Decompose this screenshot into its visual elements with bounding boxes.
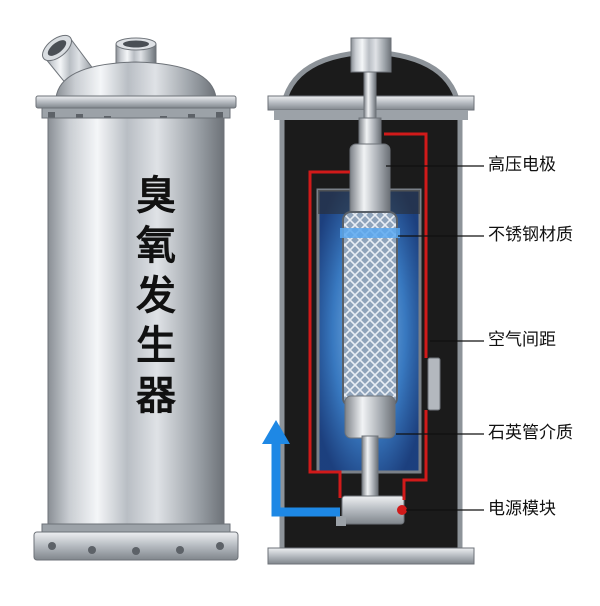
- product-label-char: 发: [136, 273, 176, 319]
- red-wiring: [308, 132, 428, 500]
- stainless-mesh-tube: [342, 211, 398, 407]
- callout-stainless-steel-material: 不锈钢材质: [488, 225, 573, 245]
- callout-power-module: 电源模块: [488, 499, 556, 519]
- quartz-tube: [344, 395, 396, 439]
- electrode-rod-bottom: [361, 435, 379, 497]
- exterior-cylinder: [33, 34, 239, 561]
- callout-quartz-tube-dielectric: 石英管介质: [488, 423, 573, 443]
- cylinder-body: [47, 117, 225, 527]
- dome-cap: [55, 61, 217, 99]
- power-module-box: [341, 495, 405, 525]
- callout-high-voltage-electrode: 高压电极: [488, 155, 556, 175]
- callout-leaders: [386, 165, 484, 511]
- product-label-char: 器: [136, 373, 176, 419]
- product-label-char: 生: [136, 323, 176, 369]
- top-terminal: [350, 37, 392, 73]
- callout-air-gap: 空气间距: [488, 330, 556, 350]
- flange-bolts-bottom: [48, 542, 224, 555]
- product-label-char: 臭: [136, 173, 176, 219]
- housing-flange-bottom: [267, 547, 475, 565]
- high-voltage-electrode: [349, 143, 391, 217]
- ozone-flow-arrow: [262, 420, 340, 517]
- bottom-flange: [33, 531, 239, 561]
- cross-section: [262, 37, 484, 565]
- product-label-char: 氧: [136, 223, 176, 269]
- top-flange: [35, 95, 237, 109]
- side-gauge: [427, 357, 441, 411]
- electrode-rod-top: [358, 117, 382, 147]
